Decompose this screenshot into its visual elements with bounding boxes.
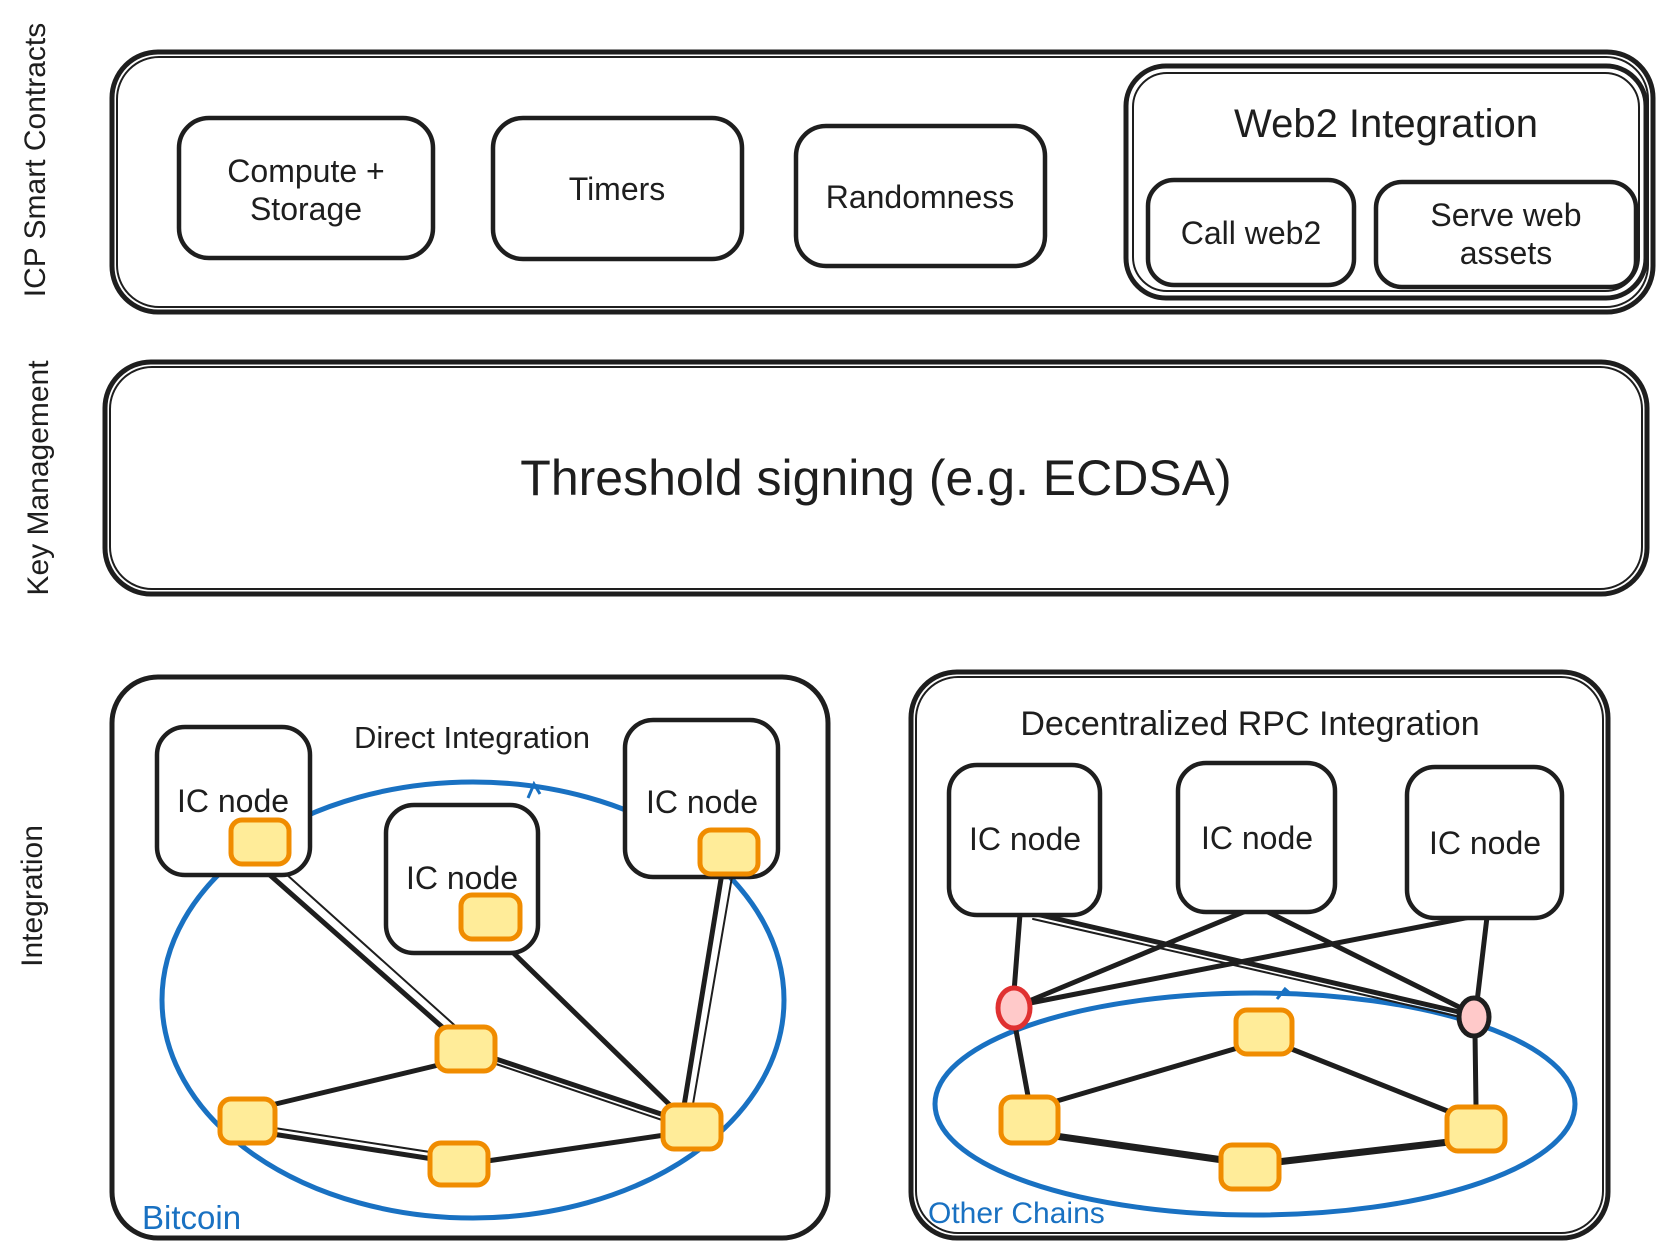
direct-integration-panel: Direct Integration IC node [109,674,831,1241]
ic-node-label: IC node [1201,820,1313,856]
connection-center-right-echo [495,1063,666,1122]
other-chains-ellipse-sketch-tick [1275,986,1293,1000]
other-chains-node-top [1233,1007,1295,1057]
connection-icnode2-node-right [494,934,679,1114]
threshold-signing-label: Threshold signing (e.g. ECDSA) [520,450,1231,506]
ic-node-label: IC node [177,783,289,819]
connection-center-right [490,1055,670,1119]
connection-top-left [1047,1044,1244,1106]
connection-bottom-right [484,1132,668,1164]
other-chains-node-bottom [1218,1142,1282,1192]
bitcoin-ellipse-sketch-tick [526,780,542,799]
connection-left-bottom [263,1130,436,1162]
key-management-box-sketch-echo [109,366,1643,590]
rpc-integration-panel: Decentralized RPC Integration IC node [908,669,1611,1241]
serve-web-assets-label-line1: Serve web [1430,197,1581,233]
connection-icnode1-provider-right-echo [1032,918,1457,1017]
connection-icnode1-provider-left [1011,911,1023,995]
connection-icnode2-provider-left [1026,908,1249,1004]
integration-label: Integration [16,825,49,967]
connection-icnode2-provider-right [1263,908,1462,1010]
connection-top-right [1286,1045,1453,1115]
ic-node-box [946,762,1103,918]
bitcoin-label: Bitcoin [142,1199,241,1236]
web2-integration-title: Web2 Integration [1234,102,1538,146]
direct-ic-node-3: IC node [622,717,781,880]
direct-ic-node-2: IC node [383,802,541,956]
rpc-provider-right [1456,995,1492,1039]
bitcoin-node-center [434,1024,498,1074]
call-web2-label: Call web2 [1181,215,1322,251]
ic-node-adapter [458,892,523,942]
connection-provider-right-node-right [1472,1030,1479,1109]
rpc-ic-node-2: IC node [1175,760,1338,915]
other-chains-node-right [1444,1104,1508,1154]
connection-left-bottom [1051,1132,1227,1164]
rpc-integration-box-sketch-echo [915,676,1604,1234]
serve-web-assets-box [1373,179,1639,290]
randomness-label: Randomness [826,179,1015,215]
timers-box [490,115,745,262]
ic-node-label: IC node [969,821,1081,857]
connection-center-left [260,1060,450,1110]
key-management-box [102,359,1650,597]
bitcoin-network-ellipse [159,779,787,1221]
integration-section: Integration Direct Integration IC no [16,669,1611,1241]
compute-storage-box [176,115,436,261]
bitcoin-node-left [217,1096,278,1146]
rpc-provider-left [995,985,1033,1031]
icp-smart-contracts-label: ICP Smart Contracts [19,23,52,298]
compute-storage-label-line1: Compute + [227,153,384,189]
icp-smart-contracts-section: ICP Smart Contracts Compute + Storage Ti… [19,23,1656,315]
web2-integration-group: Web2 Integration Call web2 Serve web ass… [1123,63,1649,301]
ic-node-box [1175,760,1338,915]
other-chains-network-ellipse [932,990,1578,1218]
call-web2-box [1145,177,1357,288]
connection-icnode1-node-center [251,858,452,1036]
compute-storage-label-line2: Storage [250,191,362,227]
randomness-box [793,123,1048,269]
direct-integration-title: Direct Integration [354,720,590,755]
ic-node-adapter [228,817,292,867]
other-chains-label: Other Chains [928,1197,1105,1230]
serve-web-assets-label-line2: assets [1460,235,1552,271]
ic-node-box [1404,764,1565,921]
connection-icnode3-node-right-echo [692,870,734,1105]
other-chains-node-left [998,1094,1061,1146]
connection-icnode3-provider-left [1027,914,1473,1006]
bitcoin-node-bottom [427,1140,491,1188]
timers-label: Timers [569,171,666,207]
web2-integration-box-sketch-echo [1132,72,1640,292]
key-management-label: Key Management [22,360,55,596]
bitcoin-node-right [660,1102,724,1152]
connection-provider-left-node-left [1012,1022,1031,1099]
connection-icnode1-node-center-echo [265,855,462,1032]
key-management-section: Key Management Threshold signing (e.g. E… [22,359,1650,597]
ic-node-label: IC node [406,860,518,896]
direct-ic-node-1: IC node [154,724,313,878]
rpc-ic-node-1: IC node [946,762,1103,918]
ic-node-label: IC node [646,784,758,820]
rpc-ic-node-3: IC node [1404,764,1565,921]
connection-icnode3-node-right [681,870,725,1109]
rpc-integration-title: Decentralized RPC Integration [1020,705,1479,743]
connection-left-bottom-echo [267,1126,431,1153]
connection-icnode3-provider-right [1474,914,1490,1005]
ic-node-label: IC node [1429,825,1541,861]
ic-node-adapter [697,827,761,877]
connection-bottom-right [1273,1138,1453,1166]
